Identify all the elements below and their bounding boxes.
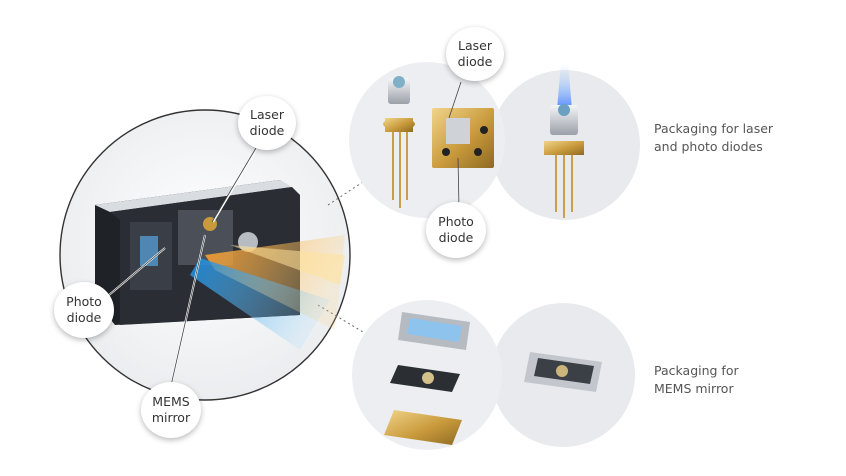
callout-laser-diode-main: Laser diode <box>238 96 296 150</box>
lidar-module-illustration <box>95 180 345 350</box>
caption-laser-photo-packaging: Packaging for laser and photo diodes <box>654 121 774 154</box>
to-can-laser-large <box>544 62 584 218</box>
caption-mems-packaging: Packaging for MEMS mirror <box>654 363 739 396</box>
mems-exploded-stack <box>384 312 470 445</box>
mems-packaged <box>524 352 602 392</box>
to-can-laser-small <box>383 76 415 208</box>
callout-laser-diode-pkg: Laser diode <box>446 27 504 81</box>
callout-mems-mirror-main: MEMS mirror <box>141 382 201 438</box>
photodiode-pad <box>432 108 494 168</box>
callout-photo-diode-main: Photo diode <box>54 282 114 338</box>
callout-photo-diode-pkg: Photo diode <box>426 202 486 258</box>
